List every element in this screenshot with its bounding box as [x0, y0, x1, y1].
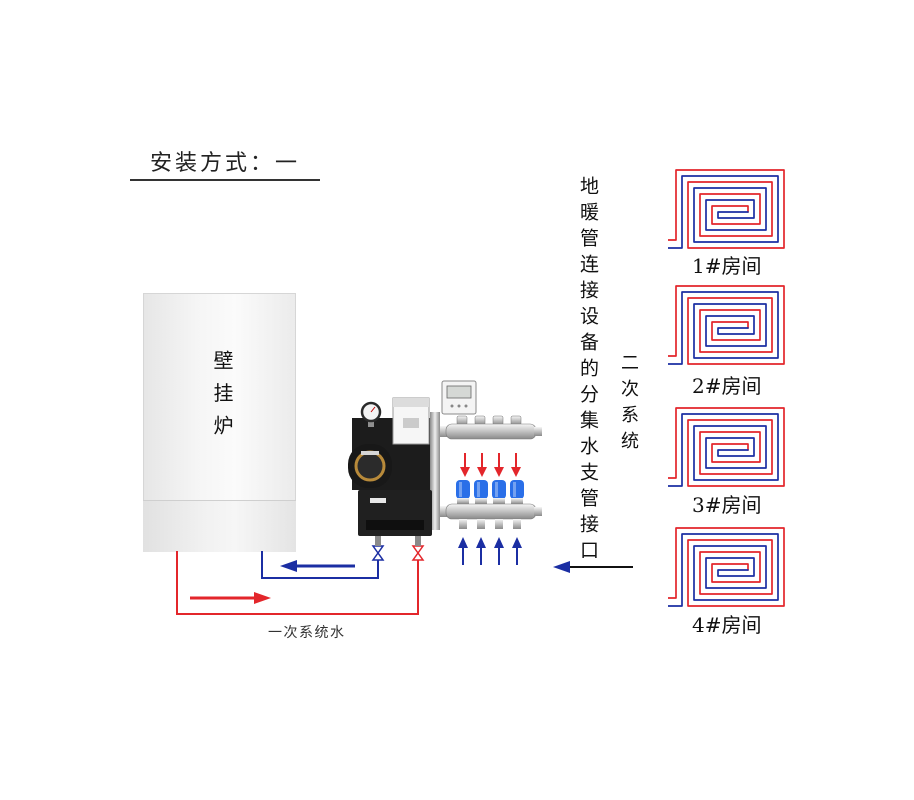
boiler-label: 壁挂炉	[210, 350, 234, 448]
manifold-return-header	[445, 503, 537, 520]
pressure-gauge-icon	[360, 401, 382, 423]
room-1-label: 1#房间	[692, 254, 762, 278]
actuator-cap	[474, 480, 488, 499]
supply-valve-icon	[411, 545, 425, 561]
manifold-return-arrow	[494, 537, 504, 565]
actuator-cap	[456, 480, 470, 499]
wall-hung-boiler: 壁挂炉	[143, 293, 296, 552]
primary-supply-pipe	[176, 551, 419, 615]
primary-return-arrow	[280, 560, 355, 572]
primary-return-pipe	[261, 551, 379, 579]
manifold-supply-arrow	[511, 453, 521, 477]
manifold-connection-label: 地暖管连接设备的分集水支管接口	[577, 176, 599, 566]
boiler-lower-panel	[143, 500, 296, 552]
actuator-cap	[510, 480, 524, 499]
actuator-cap	[492, 480, 506, 499]
primary-return-arrow-head	[280, 560, 297, 572]
title-underline	[130, 179, 320, 181]
primary-supply-arrow	[190, 592, 271, 604]
manifold-return-arrow	[458, 537, 468, 565]
manifold-supply-arrow	[477, 453, 487, 477]
manifold-supply-header	[445, 423, 537, 440]
manifold-return-arrow	[512, 537, 522, 565]
secondary-system-label: 二次系统	[618, 353, 639, 457]
unit-riser-pipe	[430, 412, 440, 530]
unit-control-housing	[358, 490, 432, 536]
manifold-supply-arrow	[494, 453, 504, 477]
manifold	[440, 415, 542, 529]
return-valve-icon	[371, 545, 385, 561]
room-4-floor-heating-coil	[668, 528, 784, 606]
mixing-pump-unit	[348, 397, 440, 546]
controller-box	[392, 397, 430, 445]
circulation-pump-icon	[348, 444, 392, 488]
room-3-floor-heating-coil	[668, 408, 784, 486]
page-title: 安装方式：一	[150, 151, 301, 176]
primary-supply-arrow-head	[254, 592, 271, 604]
room-1-floor-heating-coil	[668, 170, 784, 248]
room-4-label: 4#房间	[692, 613, 762, 637]
room-3-label: 3#房间	[692, 493, 762, 517]
room-2-label: 2#房间	[692, 374, 762, 398]
thermostat-icon	[441, 380, 477, 415]
manifold-return-arrow	[476, 537, 486, 565]
manifold-supply-arrow	[460, 453, 470, 477]
primary-loop-label: 一次系统水	[268, 625, 346, 641]
room-2-floor-heating-coil	[668, 286, 784, 364]
